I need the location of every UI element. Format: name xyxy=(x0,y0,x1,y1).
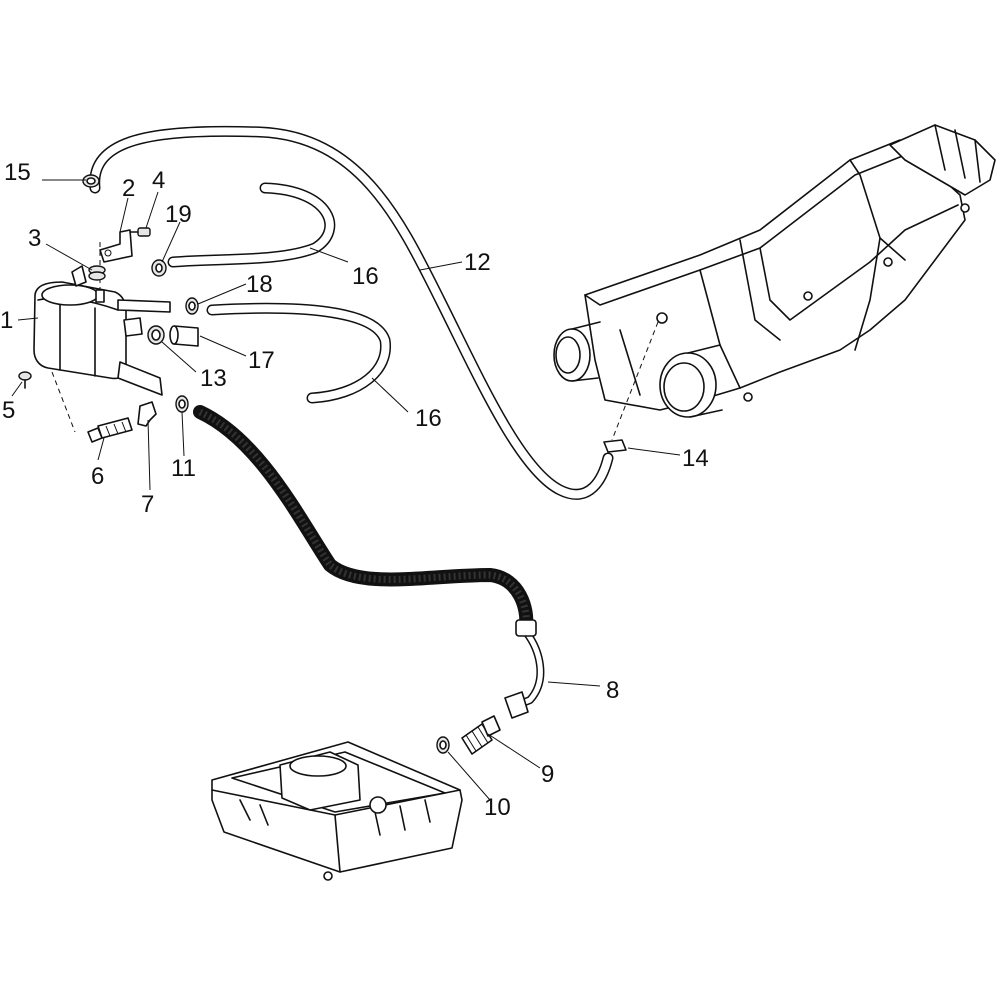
clamp-18 xyxy=(185,297,199,315)
braided-hose-8 xyxy=(193,405,545,719)
screw-5 xyxy=(18,371,32,389)
oil-sump xyxy=(211,741,463,881)
callout-5: 5 xyxy=(2,397,15,424)
bolt-4 xyxy=(129,227,151,237)
washer-11 xyxy=(175,395,189,413)
assembly-line-clamp xyxy=(611,321,659,441)
elbow-7 xyxy=(137,401,157,427)
callout-7: 7 xyxy=(141,491,154,518)
callout-9: 9 xyxy=(541,761,554,788)
callout-11: 11 xyxy=(171,455,196,482)
callout-1: 1 xyxy=(0,307,13,334)
callout-6: 6 xyxy=(91,463,104,490)
union-9 xyxy=(461,715,501,755)
assembly-line-tank xyxy=(51,371,76,433)
oil-tank xyxy=(33,265,171,396)
grommet-3 xyxy=(88,265,106,281)
callout-12: 12 xyxy=(464,249,491,276)
airbox-assembly xyxy=(553,124,996,418)
callout-2: 2 xyxy=(122,175,135,202)
clamp-19 xyxy=(151,259,167,277)
callout-8: 8 xyxy=(606,677,619,704)
clamp-15 xyxy=(82,174,100,188)
callout-16-upper: 16 xyxy=(352,263,379,290)
callout-17: 17 xyxy=(248,347,275,374)
callout-10: 10 xyxy=(484,794,511,821)
callout-18: 18 xyxy=(246,271,273,298)
hose-12 xyxy=(89,125,614,500)
callout-19: 19 xyxy=(165,201,192,228)
sleeve-17 xyxy=(169,325,199,347)
callout-16-lower: 16 xyxy=(415,405,442,432)
hose-16-lower xyxy=(206,302,391,404)
callout-3: 3 xyxy=(28,225,41,252)
callout-labels: 15 2 4 19 3 18 1 16 12 17 13 16 5 6 11 7… xyxy=(0,159,709,821)
bracket-2 xyxy=(99,229,133,263)
hose-16-upper xyxy=(167,182,336,268)
callout-15: 15 xyxy=(4,159,31,186)
fitting-6 xyxy=(87,417,133,443)
callout-4: 4 xyxy=(152,167,165,194)
washer-10 xyxy=(436,736,450,754)
callout-13: 13 xyxy=(200,365,227,392)
leader-lines xyxy=(11,179,681,801)
clip-14 xyxy=(603,439,627,453)
callout-14: 14 xyxy=(682,445,709,472)
clamp-13 xyxy=(147,325,165,345)
